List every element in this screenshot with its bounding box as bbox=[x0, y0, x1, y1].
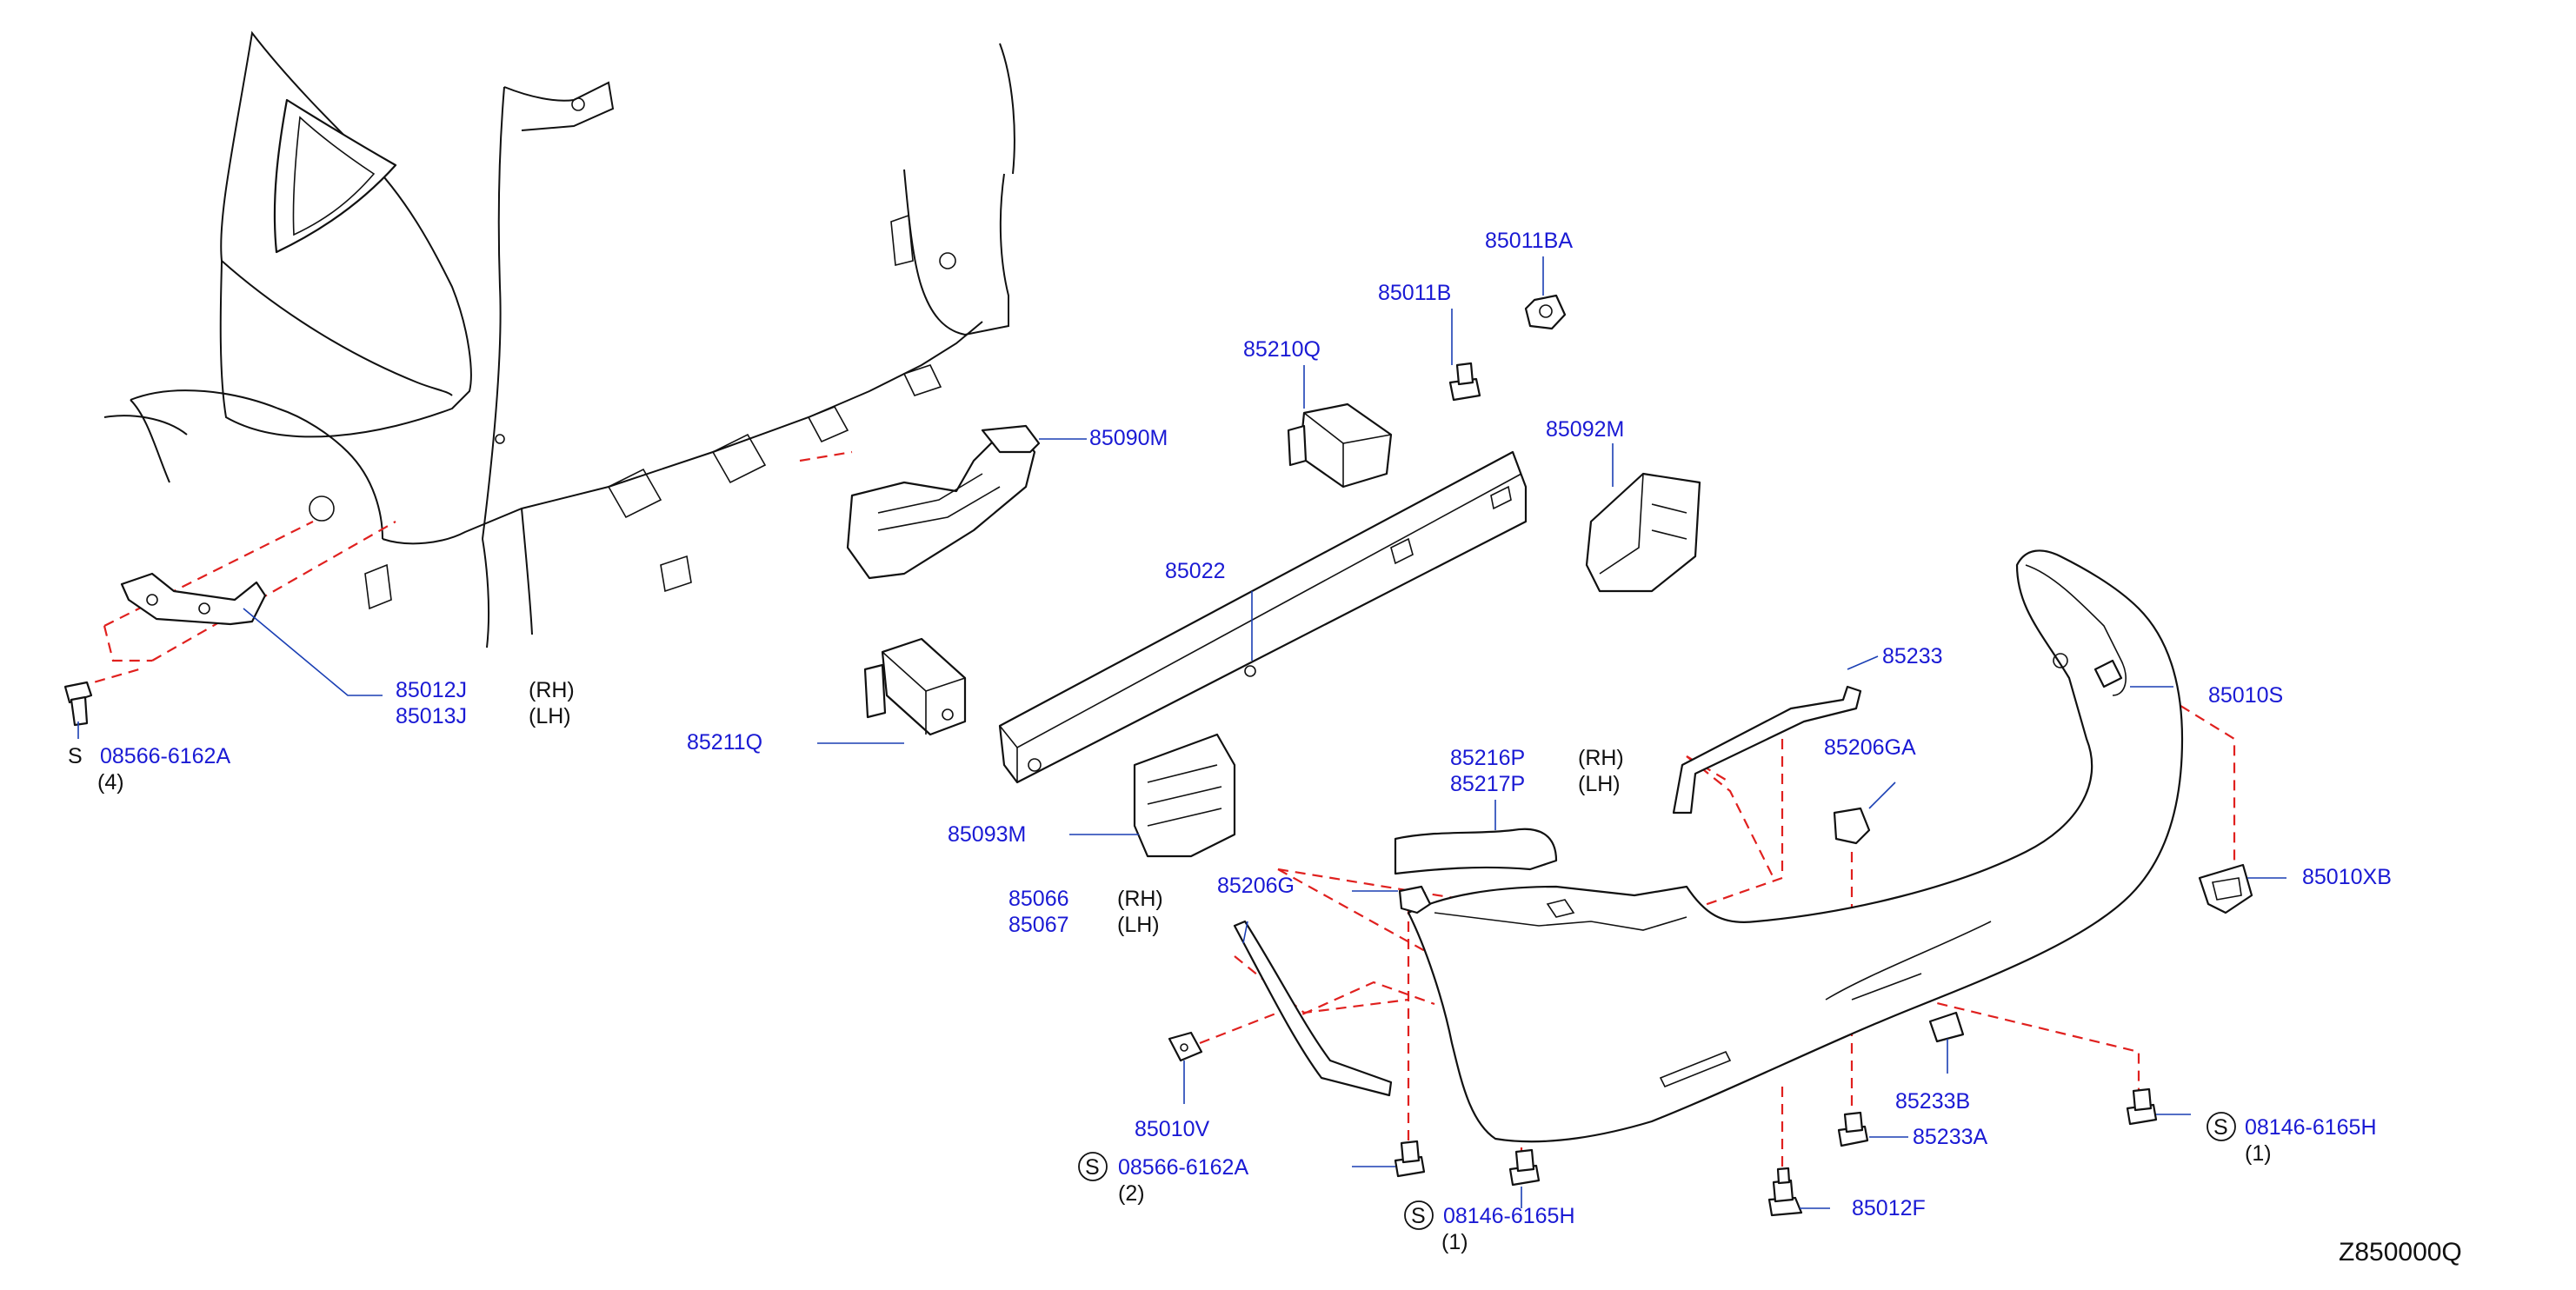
screw-08146-6165H-right bbox=[2126, 1087, 2158, 1126]
bumper-fascia bbox=[1407, 549, 2184, 1143]
standard-part-symbol: S bbox=[2213, 1115, 2228, 1140]
bolt-08566-6162A-lower bbox=[1394, 1140, 1426, 1178]
side-designation: (RH) bbox=[1578, 746, 1624, 770]
side-designation: (LH) bbox=[1117, 913, 1160, 937]
callout-labels: 85011BA 85011B 85210Q 85090M 85092M 8502… bbox=[68, 229, 2462, 1267]
bracket-85012J bbox=[120, 572, 267, 626]
clip-85011B bbox=[1448, 362, 1481, 402]
retainer-85066 bbox=[1233, 920, 1393, 1097]
callout-part-number[interactable]: 85233B bbox=[1895, 1089, 1970, 1114]
callout-part-number[interactable]: 85233A bbox=[1913, 1125, 1988, 1149]
standard-part-circle bbox=[1078, 1152, 1108, 1181]
vehicle-body-outline bbox=[103, 30, 1015, 648]
callout-part-number[interactable]: 85067 bbox=[1008, 913, 1069, 937]
retainer-85206GA bbox=[1833, 807, 1871, 845]
quantity: (1) bbox=[2245, 1141, 2272, 1166]
quantity: (4) bbox=[97, 770, 124, 795]
callout-part-number[interactable]: 85206G bbox=[1217, 874, 1295, 898]
callout-part-number[interactable]: 85090M bbox=[1089, 426, 1168, 450]
side-designation: (RH) bbox=[1117, 887, 1163, 911]
callout-part-number[interactable]: 08146-6165H bbox=[2245, 1115, 2377, 1140]
bracket-85210Q bbox=[1287, 402, 1393, 489]
retainer-85206G bbox=[1398, 885, 1432, 914]
bracket-85211Q bbox=[863, 637, 967, 736]
side-designation: (RH) bbox=[529, 678, 575, 702]
bracket-85092M bbox=[1585, 472, 1701, 593]
bolt-08566-6162A-left bbox=[63, 681, 93, 727]
callout-part-number[interactable]: 85012J bbox=[396, 678, 467, 702]
callout-part-number[interactable]: 08566-6162A bbox=[1118, 1155, 1248, 1180]
callout-part-number[interactable]: 85092M bbox=[1546, 417, 1624, 442]
callout-part-number[interactable]: 85233 bbox=[1882, 644, 1943, 668]
callout-part-number[interactable]: 85011B bbox=[1378, 281, 1451, 305]
standard-part-circle bbox=[2207, 1112, 2236, 1141]
callout-part-number[interactable]: 85211Q bbox=[687, 730, 762, 755]
callout-part-number[interactable]: 85206GA bbox=[1824, 735, 1916, 760]
side-designation: (LH) bbox=[1578, 772, 1621, 796]
callout-part-number[interactable]: 85066 bbox=[1008, 887, 1069, 911]
bracket-85093M bbox=[1133, 733, 1236, 858]
bracket-85090M bbox=[846, 424, 1041, 580]
nut-85011BA bbox=[1524, 294, 1567, 330]
side-designation: (LH) bbox=[529, 704, 571, 728]
stay-85233 bbox=[1672, 685, 1862, 815]
callout-part-number[interactable]: 85013J bbox=[396, 704, 467, 728]
callout-part-number[interactable]: 85010XB bbox=[2302, 865, 2392, 889]
screw-85233A bbox=[1837, 1111, 1869, 1147]
reinforcement-85022 bbox=[998, 450, 1528, 784]
callout-part-number[interactable]: 08566-6162A bbox=[100, 744, 230, 768]
callout-part-number[interactable]: 85012F bbox=[1852, 1196, 1926, 1220]
clip-85010XB bbox=[2198, 863, 2253, 914]
callout-part-number[interactable]: 85010V bbox=[1135, 1117, 1210, 1141]
clip-85233B bbox=[1928, 1011, 1965, 1043]
standard-part-symbol: S bbox=[1085, 1155, 1100, 1180]
callout-part-number[interactable]: 85216P bbox=[1450, 746, 1525, 770]
diagram-code: Z850000Q bbox=[2339, 1238, 2462, 1267]
callout-part-number[interactable]: 85093M bbox=[948, 822, 1026, 847]
quantity: (1) bbox=[1441, 1230, 1468, 1254]
callout-part-number[interactable]: 85022 bbox=[1165, 559, 1226, 583]
quantity: (2) bbox=[1118, 1181, 1145, 1206]
clip-85012F bbox=[1767, 1167, 1803, 1217]
screw-08146-6165H-center bbox=[1508, 1148, 1541, 1187]
clip-85010S bbox=[2093, 659, 2123, 688]
callout-part-number[interactable]: 85210Q bbox=[1243, 337, 1321, 362]
standard-part-symbol: S bbox=[1411, 1204, 1426, 1228]
leader-lines bbox=[77, 256, 2286, 1209]
callout-part-number[interactable]: 85011BA bbox=[1485, 229, 1573, 253]
callout-part-number[interactable]: 85217P bbox=[1450, 772, 1525, 796]
bracket-85216P bbox=[1394, 828, 1558, 875]
standard-part-circle bbox=[1404, 1200, 1434, 1230]
clip-85010V bbox=[1168, 1031, 1203, 1062]
callout-part-number[interactable]: 85010S bbox=[2208, 683, 2283, 708]
callout-part-number[interactable]: 08146-6165H bbox=[1443, 1204, 1575, 1228]
standard-part-symbol: S bbox=[68, 744, 83, 768]
